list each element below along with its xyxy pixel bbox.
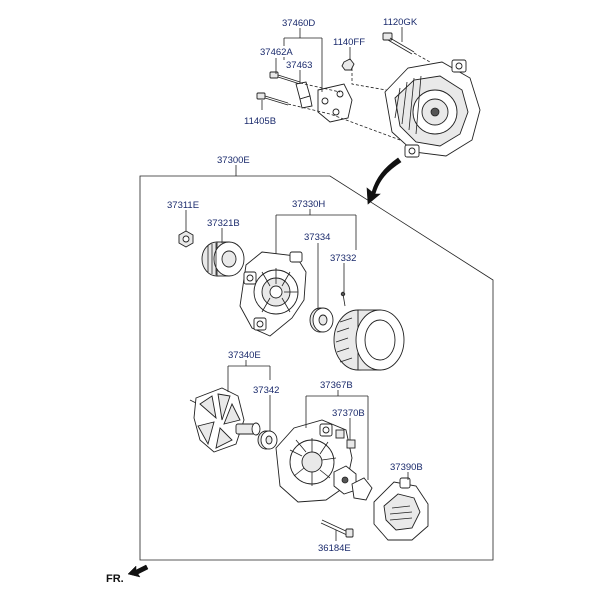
label-37367b[interactable]: 37367B	[320, 380, 353, 391]
bolt-1120gk	[382, 32, 415, 55]
label-37463[interactable]: 37463	[286, 60, 312, 71]
rotor-37340e	[189, 387, 261, 453]
bracket-37463	[295, 81, 313, 109]
stator	[333, 309, 405, 371]
regulator-37370b	[333, 429, 373, 501]
label-1120gk[interactable]: 1120GK	[383, 17, 418, 28]
part-labels: 37460D 1120GK 37462A 1140FF 37463 11405B…	[167, 17, 423, 554]
assembly-arrow	[366, 157, 402, 205]
nut-37311e	[178, 230, 194, 248]
kit-frame	[139, 175, 494, 561]
bearing-37334	[309, 307, 334, 333]
label-37311e[interactable]: 37311E	[167, 200, 199, 211]
label-37332[interactable]: 37332	[330, 253, 356, 264]
label-37330h[interactable]: 37330H	[292, 199, 325, 210]
front-label: FR.	[106, 573, 124, 585]
bolt-36184e	[320, 519, 354, 538]
leader-lines	[185, 27, 409, 541]
screw-37332	[340, 291, 346, 307]
front-housing-37330h	[239, 251, 307, 337]
bracket-37460d	[317, 83, 353, 123]
assembly-line-1	[287, 103, 401, 141]
label-37300e[interactable]: 37300E	[217, 155, 250, 166]
rear-housing-37367b	[275, 419, 353, 503]
bolt-37462a	[269, 71, 301, 85]
label-37460d[interactable]: 37460D	[282, 18, 315, 29]
bearing-37342	[257, 430, 278, 450]
assembly-line-2	[299, 82, 341, 93]
label-11405b[interactable]: 11405B	[244, 116, 276, 127]
alternator-assembly	[384, 59, 481, 158]
label-37340e[interactable]: 37340E	[228, 350, 261, 361]
label-36184e[interactable]: 36184E	[318, 543, 351, 554]
label-37334[interactable]: 37334	[304, 232, 330, 243]
label-37390b[interactable]: 37390B	[390, 462, 423, 473]
label-1140ff[interactable]: 1140FF	[333, 37, 365, 48]
assembly-line-4	[413, 52, 431, 63]
rear-cover-37390b	[373, 477, 429, 541]
label-37462a[interactable]: 37462A	[260, 47, 293, 58]
label-37370b[interactable]: 37370B	[332, 408, 365, 419]
front-arrow-icon	[127, 564, 149, 578]
label-37321b[interactable]: 37321B	[207, 218, 240, 229]
label-37342[interactable]: 37342	[253, 385, 279, 396]
pulley-37321b	[201, 241, 245, 277]
front-direction-indicator: FR.	[106, 564, 149, 585]
bolt-11405b	[256, 92, 289, 106]
